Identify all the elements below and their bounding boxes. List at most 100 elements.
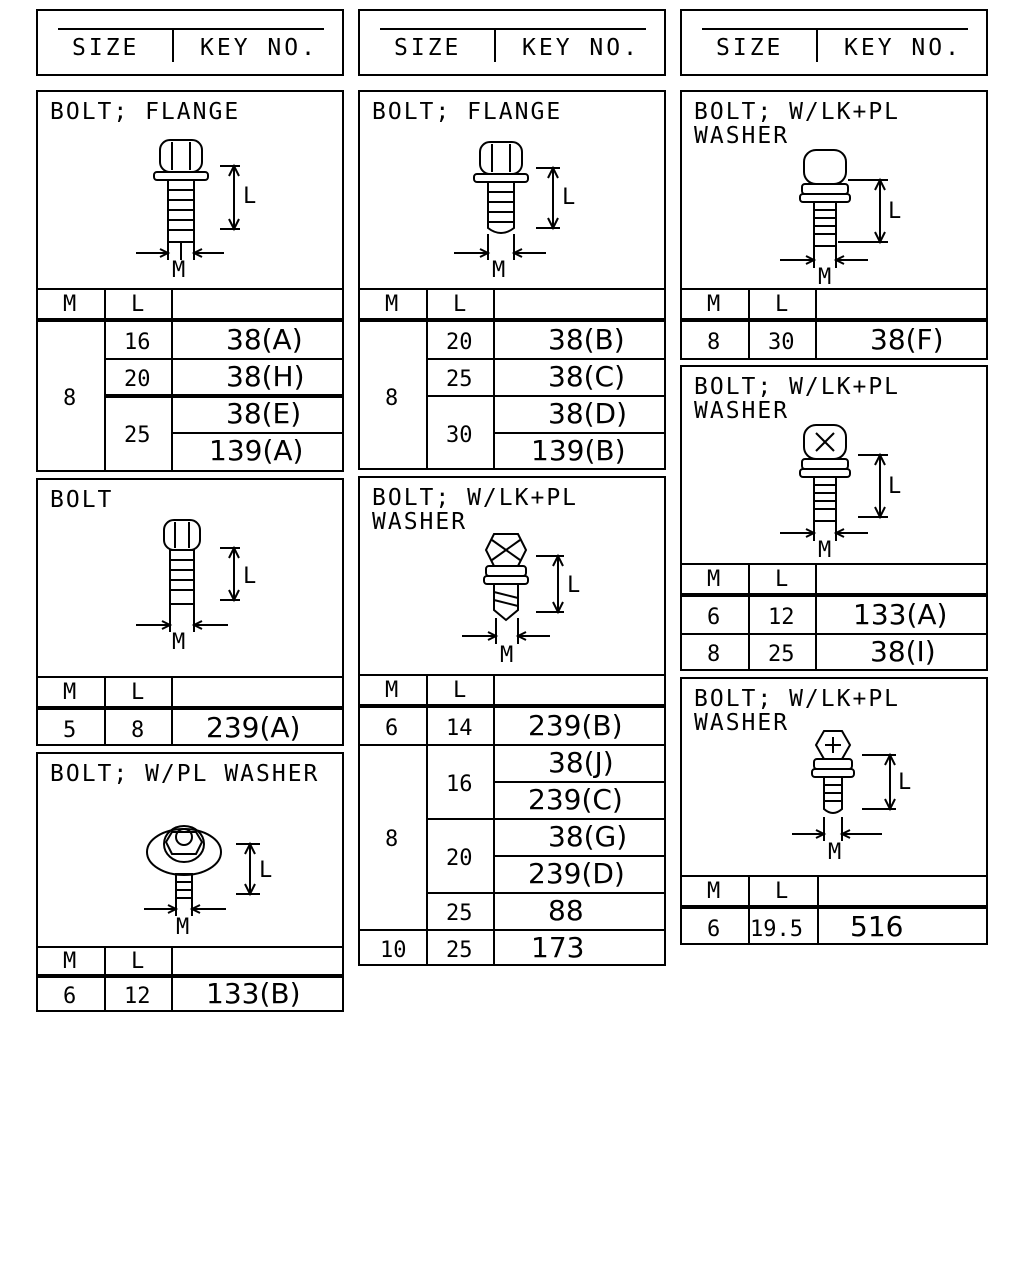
panel-bolt-lk-pl-washer-2: BOLT; W/LK+PL WASHER L M M L 6 12 133(A)… <box>680 365 988 671</box>
panel-title: BOLT; W/PL WASHER <box>50 761 320 787</box>
cell-m: 10 <box>380 938 407 963</box>
bolt-drawing: L M <box>136 519 256 655</box>
panel-title: BOLT; W/LK+PL <box>694 374 901 400</box>
panel-title-line2: WASHER <box>694 710 790 736</box>
cell-m: 8 <box>707 330 721 355</box>
lk-pl-washer-bolt-drawing: L M <box>780 149 901 290</box>
lk-pl-washer-bolt-drawing: L M <box>462 533 580 668</box>
panel-bolt-lk-pl-washer-large: BOLT; W/LK+PL WASHER L M M L 6 14 239(B)… <box>358 476 666 966</box>
cell-m: 5 <box>63 718 77 743</box>
header-key-label: KEY NO. <box>200 35 318 61</box>
dim-l-label: L <box>259 858 272 883</box>
col-header-l: L <box>131 292 145 317</box>
col-header-m: M <box>707 567 721 592</box>
cell-key-no: 88 <box>548 894 584 927</box>
cell-l: 16 <box>124 330 151 355</box>
dim-m-label: M <box>818 538 831 563</box>
dim-l-label: L <box>562 185 575 210</box>
col-header-m: M <box>385 678 399 703</box>
cell-key-no: 139(B) <box>531 434 626 467</box>
cell-key-no: 133(B) <box>206 977 301 1010</box>
panel-title: BOLT; FLANGE <box>372 99 563 125</box>
col-header-m: M <box>385 292 399 317</box>
cell-l: 14 <box>446 716 473 741</box>
cell-key-no: 38(H) <box>226 360 305 393</box>
panel-title-line2: WASHER <box>372 509 468 535</box>
dim-l-label: L <box>888 474 901 499</box>
header-key-label: KEY NO. <box>844 35 962 61</box>
dim-m-label: M <box>828 840 841 865</box>
cell-m: 6 <box>385 716 399 741</box>
col-header-l: L <box>775 292 789 317</box>
cell-l: 19.5 <box>750 917 803 942</box>
col-header-l: L <box>453 678 467 703</box>
header-size-label: SIZE <box>72 35 140 61</box>
cell-key-no: 239(B) <box>528 709 623 742</box>
cell-key-no: 38(J) <box>548 746 614 779</box>
pl-washer-bolt-drawing: L M <box>144 825 272 940</box>
cell-l: 25 <box>124 423 151 448</box>
cell-key-no: 239(C) <box>528 783 623 816</box>
flange-bolt-drawing: L M <box>136 139 256 283</box>
cell-l: 25 <box>446 367 473 392</box>
cell-m: 6 <box>707 605 721 630</box>
panel-title: BOLT <box>50 487 114 513</box>
cell-key-no: 38(E) <box>226 397 302 430</box>
panel-bolt-flange-2: BOLT; FLANGE L M M L 8 20 38(B) 25 38(C)… <box>358 90 666 470</box>
panel-bolt: BOLT L M M L 5 8 239(A) <box>36 478 344 746</box>
header-box-2: SIZE KEY NO. <box>358 9 666 76</box>
col-header-m: M <box>63 292 77 317</box>
dim-m-label: M <box>172 630 185 655</box>
panel-title: BOLT; W/LK+PL <box>694 99 901 125</box>
cell-l: 20 <box>446 330 473 355</box>
lk-pl-washer-bolt-drawing: L M <box>792 730 911 865</box>
dim-m-label: M <box>176 915 189 940</box>
flange-bolt-drawing: L M <box>454 141 575 283</box>
col-header-m: M <box>63 680 77 705</box>
header-box-1: SIZE KEY NO. <box>36 9 344 76</box>
lk-pl-washer-bolt-drawing: L M <box>780 424 901 563</box>
col-header-m: M <box>707 292 721 317</box>
col-header-l: L <box>131 680 145 705</box>
cell-l: 25 <box>446 901 473 926</box>
cell-key-no: 38(G) <box>548 820 628 853</box>
col-header-m: M <box>63 949 77 974</box>
cell-l: 8 <box>131 718 145 743</box>
cell-l: 25 <box>768 642 795 667</box>
panel-bolt-lk-pl-washer-3: BOLT; W/LK+PL WASHER L M M L 6 19.5 516 <box>680 677 988 945</box>
panel-bolt-flange-1: BOLT; FLANGE L M M L 8 16 38(A) 20 38(H)… <box>36 90 344 472</box>
header-box-3: SIZE KEY NO. <box>680 9 988 76</box>
cell-key-no: 239(A) <box>206 711 301 744</box>
header-size-label: SIZE <box>394 35 462 61</box>
col-header-l: L <box>453 292 467 317</box>
panel-title-line2: WASHER <box>694 123 790 149</box>
cell-l: 12 <box>124 984 151 1009</box>
cell-l: 25 <box>446 938 473 963</box>
cell-m: 8 <box>63 386 77 411</box>
cell-l: 30 <box>768 330 795 355</box>
panel-title-line2: WASHER <box>694 398 790 424</box>
col-header-l: L <box>131 949 145 974</box>
cell-m: 8 <box>385 827 399 852</box>
cell-l: 20 <box>446 846 473 871</box>
col-header-l: L <box>775 567 789 592</box>
panel-title: BOLT; W/LK+PL <box>694 686 901 712</box>
cell-key-no: 516 <box>850 910 904 943</box>
cell-m: 8 <box>385 386 399 411</box>
header-key-label: KEY NO. <box>522 35 640 61</box>
cell-l: 12 <box>768 605 795 630</box>
cell-m: 6 <box>707 917 721 942</box>
cell-l: 16 <box>446 772 473 797</box>
cell-m: 6 <box>63 984 77 1009</box>
dim-l-label: L <box>898 770 911 795</box>
dim-l-label: L <box>243 184 256 209</box>
dim-l-label: L <box>567 573 580 598</box>
dim-m-label: M <box>172 258 185 283</box>
dim-m-label: M <box>818 265 831 290</box>
cell-l: 20 <box>124 367 151 392</box>
header-size-label: SIZE <box>716 35 784 61</box>
cell-key-no: 173 <box>531 931 585 964</box>
cell-key-no: 38(C) <box>548 360 626 393</box>
dim-m-label: M <box>500 643 513 668</box>
cell-key-no: 38(D) <box>548 397 628 430</box>
